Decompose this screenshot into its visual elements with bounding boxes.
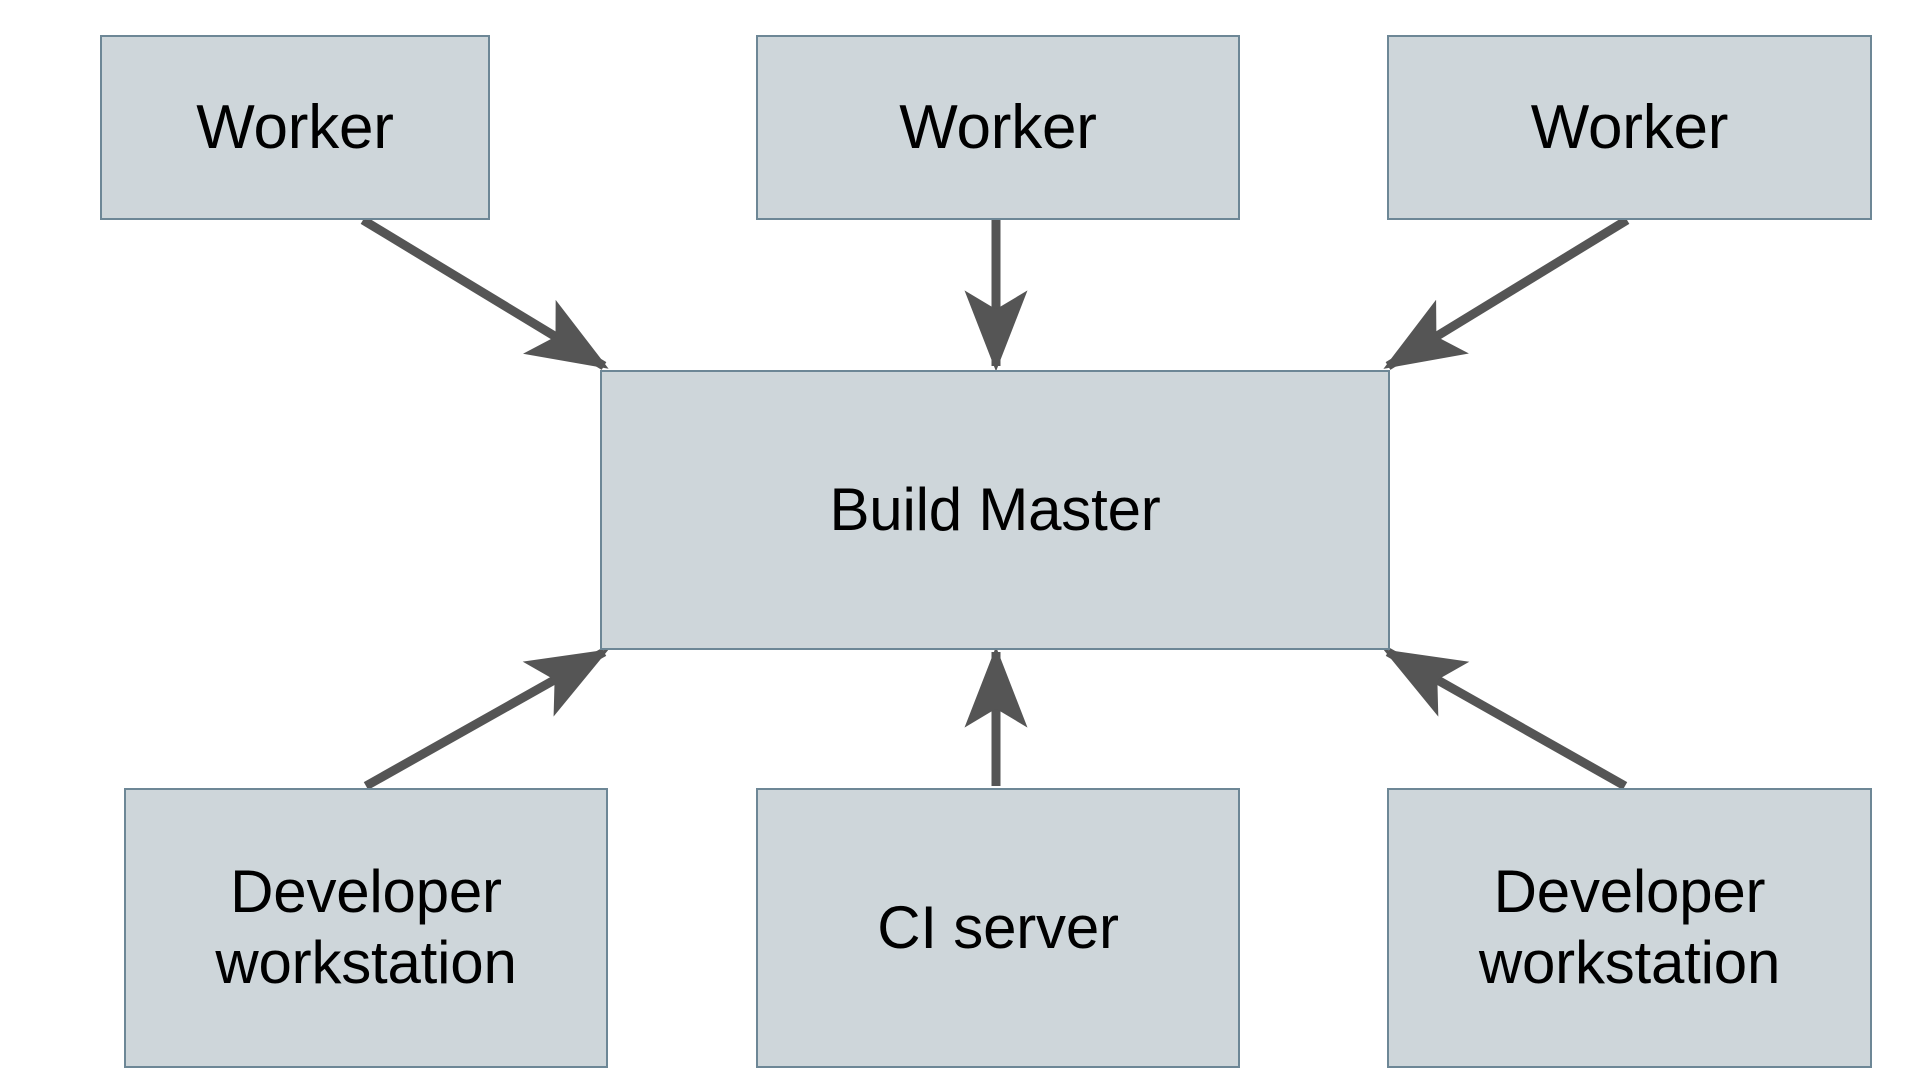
edge-devright-to-master bbox=[1383, 648, 1628, 790]
node-developer-workstation-left[interactable]: Developer workstation bbox=[124, 788, 608, 1068]
node-build-master[interactable]: Build Master bbox=[600, 370, 1390, 650]
node-label: Developer workstation bbox=[1478, 858, 1781, 996]
node-label: Developer workstation bbox=[215, 858, 517, 996]
edge-devleft-to-master bbox=[363, 648, 609, 790]
node-ci-server[interactable]: CI server bbox=[756, 788, 1240, 1068]
node-label: Worker bbox=[1530, 92, 1729, 162]
node-label: Worker bbox=[196, 92, 394, 162]
edge-worker1-to-master bbox=[360, 216, 609, 370]
node-developer-workstation-right[interactable]: Developer workstation bbox=[1387, 788, 1872, 1068]
node-label: CI server bbox=[877, 893, 1119, 961]
node-worker-1[interactable]: Worker bbox=[100, 35, 490, 220]
edge-worker3-to-master bbox=[1383, 216, 1630, 370]
node-worker-3[interactable]: Worker bbox=[1387, 35, 1872, 220]
node-label: Worker bbox=[899, 92, 1097, 162]
node-label: Build Master bbox=[829, 475, 1161, 543]
node-worker-2[interactable]: Worker bbox=[756, 35, 1240, 220]
